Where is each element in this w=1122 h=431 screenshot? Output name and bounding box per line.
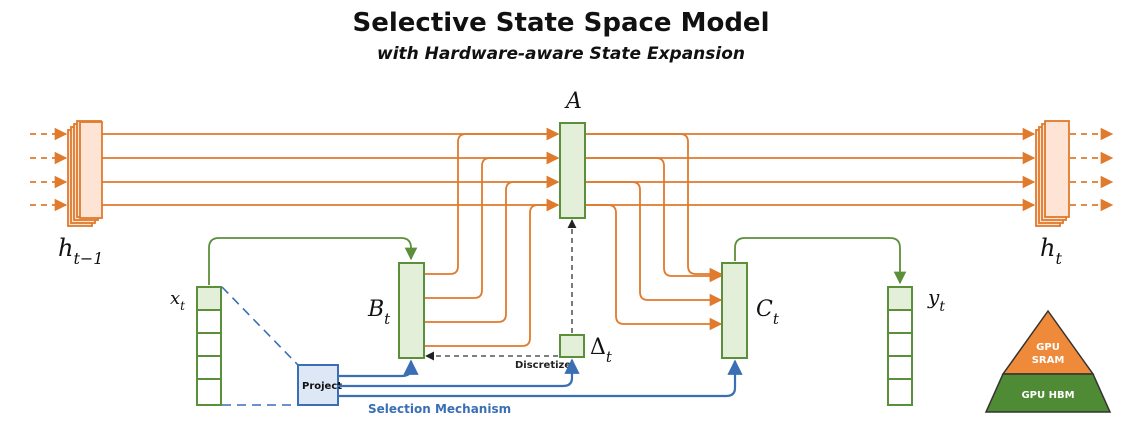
sram-label-line2: SRAM <box>1032 355 1065 366</box>
h-prev-state-block <box>67 120 103 227</box>
b-label: Bt <box>367 297 391 328</box>
selection-mechanism-label: Selection Mechanism <box>368 402 511 416</box>
hbm-label: GPU HBM <box>1021 390 1074 401</box>
project-label: Project <box>302 381 342 392</box>
y-vector <box>887 286 913 406</box>
a-label: A <box>564 89 582 114</box>
delta-block <box>559 334 585 358</box>
c-label: Ct <box>756 297 780 328</box>
project-box <box>297 364 339 406</box>
x-to-b-arrow <box>208 237 418 285</box>
selection-arrows <box>338 358 743 398</box>
a-to-c-lines <box>585 133 723 331</box>
h-next-label: ht <box>1040 234 1062 268</box>
a-matrix-block <box>559 122 586 219</box>
pyramid-hbm-section <box>984 373 1112 413</box>
x-label: xt <box>170 288 185 313</box>
delta-label: Δt <box>590 335 613 366</box>
y-label: yt <box>927 285 945 315</box>
projection-dashed-lines <box>221 286 299 406</box>
h-prev-label: ht−1 <box>58 234 103 268</box>
b-to-a-lines <box>425 127 560 347</box>
state-lines <box>102 127 1036 212</box>
sram-label-line1: GPU <box>1036 342 1060 353</box>
c-to-y-arrow <box>734 237 907 285</box>
x-vector <box>196 286 222 406</box>
state-input-dashed-arrows <box>30 127 68 212</box>
state-output-dashed-arrows <box>1070 127 1114 212</box>
diagram-title: Selective State Space Model <box>352 8 770 38</box>
b-block <box>398 262 425 359</box>
h-next-state-block <box>1035 120 1070 227</box>
discretize-label: Discretize <box>515 360 571 371</box>
c-block <box>721 262 748 359</box>
diagram-subtitle: with Hardware-aware State Expansion <box>376 44 746 64</box>
gpu-memory-pyramid: GPU SRAM GPU HBM <box>984 309 1112 413</box>
